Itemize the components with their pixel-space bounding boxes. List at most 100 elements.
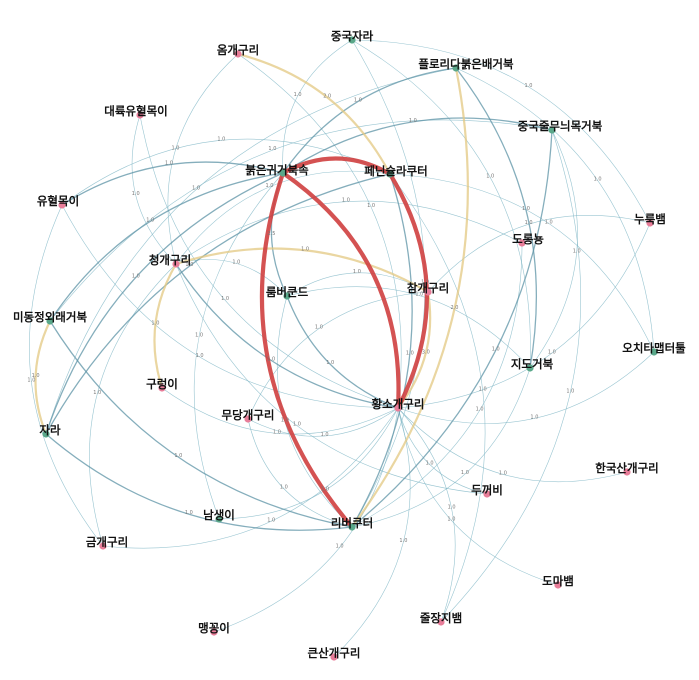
edge-n4-n15 <box>529 129 578 369</box>
edge-n11-n18 <box>396 290 432 410</box>
edge-weight-label: 1.0 <box>301 246 309 252</box>
node-n4[interactable] <box>548 126 556 134</box>
edge-weight-label: 1.0 <box>321 486 329 492</box>
node-n24[interactable] <box>99 542 107 550</box>
edge-n17-n18 <box>247 407 399 437</box>
edge-weight-label: 1.0 <box>192 186 200 192</box>
edge-weight-label: 1.0 <box>268 146 276 152</box>
node-n5[interactable] <box>279 169 287 177</box>
edge-n0-n15 <box>351 39 531 369</box>
edge-weight-label: 1.0 <box>530 414 538 420</box>
edge-weight-label: 1.0 <box>281 417 289 423</box>
node-n14[interactable] <box>650 348 658 356</box>
edge-weight-label: 1.0 <box>406 351 414 357</box>
node-label: 플로리다붉은배거북 <box>418 57 514 71</box>
edge-weight-label: 1.0 <box>461 470 469 476</box>
edge-weight-label: 1.0 <box>421 280 429 286</box>
node-label: 큰산개구리 <box>308 646 361 660</box>
node-n18[interactable] <box>394 404 402 412</box>
node-n8[interactable] <box>518 239 526 247</box>
edge-weight-label: 2.0 <box>323 93 331 99</box>
edge-weight-label: 1.0 <box>399 538 407 544</box>
node-n7[interactable] <box>58 201 66 209</box>
edge-weight-label: 1.0 <box>266 183 274 189</box>
node-label: 페닌슐라쿠터 <box>364 164 427 178</box>
node-n10[interactable] <box>172 260 180 268</box>
node-n9[interactable] <box>646 219 654 227</box>
node-n15[interactable] <box>526 364 534 372</box>
edge-weight-label: 1.0 <box>195 332 203 338</box>
node-n16[interactable] <box>158 384 166 392</box>
edge-weight-label: 2.0 <box>451 305 459 311</box>
edge-weight-label: 1.0 <box>336 544 344 550</box>
node-n13[interactable] <box>46 317 54 325</box>
node-n28[interactable] <box>330 653 338 661</box>
node-n2[interactable] <box>452 64 460 72</box>
edge-n27-n6 <box>389 173 486 623</box>
node-label: 누룩뱀 <box>634 212 666 226</box>
edge-n6-n19 <box>45 173 391 435</box>
node-n22[interactable] <box>215 515 223 523</box>
node-n27[interactable] <box>437 618 445 626</box>
edge-n17-n11 <box>247 291 429 420</box>
edge-n22-n5 <box>193 172 284 520</box>
node-label: 대륙유혈목이 <box>104 104 167 118</box>
edge-n13-n19 <box>34 319 52 436</box>
edge-weight-label: 1.0 <box>146 217 154 223</box>
edge-n12-n23 <box>277 295 353 528</box>
node-label: 자라 <box>39 423 61 437</box>
edge-n19-n2 <box>45 67 457 435</box>
edge-n19-n23 <box>45 433 353 531</box>
edge-n26-n18 <box>213 407 399 633</box>
edge-n16-n18 <box>161 387 399 435</box>
edge-n15-n12 <box>286 286 531 369</box>
edge-weight-label: 1.0 <box>174 453 182 459</box>
edge-n7-n18 <box>61 204 399 409</box>
node-n19[interactable] <box>42 430 50 438</box>
node-label: 황소개구리 <box>372 397 425 411</box>
edge-weight-label: 1.0 <box>594 176 602 182</box>
edge-n14-n6 <box>389 173 655 353</box>
edge-weight-label: 1.0 <box>409 118 417 124</box>
edge-weight-label: 1.0 <box>165 161 173 167</box>
node-label: 오치타맵터툴 <box>622 341 686 355</box>
node-n3[interactable] <box>136 111 144 119</box>
node-n12[interactable] <box>283 292 291 300</box>
edge-n5-n13 <box>49 172 284 322</box>
edge-weight-label: 1.0 <box>267 356 275 362</box>
edge-n4-n27 <box>440 129 581 623</box>
edge-weight-label: 1.0 <box>525 220 533 226</box>
edge-weight-label: 1.0 <box>321 432 329 438</box>
node-n6[interactable] <box>386 170 394 178</box>
edge-n5-n23 <box>259 170 355 530</box>
node-n25[interactable] <box>554 581 562 589</box>
edge-n2-n14 <box>455 67 655 353</box>
edge-weight-label: 1.0 <box>185 262 193 268</box>
edge-weight-label: 1.0 <box>326 360 334 366</box>
edge-n21-n10 <box>175 263 488 495</box>
edge-n15-n23 <box>351 367 531 528</box>
edge-weight-label: 1.0 <box>545 219 553 225</box>
edge-n1-n6 <box>236 52 392 176</box>
edge-n16-n10 <box>153 262 178 390</box>
node-n20[interactable] <box>623 468 631 476</box>
node-label: 금개구리 <box>86 535 128 549</box>
node-n11[interactable] <box>424 288 432 296</box>
edge-n12-n10 <box>175 259 288 297</box>
edge-n13-n4 <box>49 119 553 322</box>
node-n17[interactable] <box>244 415 252 423</box>
node-n21[interactable] <box>483 490 491 498</box>
node-label: 참개구리 <box>407 281 449 295</box>
node-n23[interactable] <box>348 523 356 531</box>
node-label: 유혈목이 <box>37 194 79 208</box>
edge-weight-label: 1.0 <box>548 349 556 355</box>
edge-weight-label: 1.0 <box>273 429 281 435</box>
edge-weight-label: 1.0 <box>522 206 530 212</box>
node-n0[interactable] <box>348 36 356 44</box>
edge-n13-n23 <box>49 320 353 528</box>
edge-weight-label: 1.0 <box>426 460 434 466</box>
edge-weight-label: 1.0 <box>476 407 484 413</box>
edge-weight-label: 1.0 <box>367 203 375 209</box>
node-n1[interactable] <box>234 50 242 58</box>
node-n26[interactable] <box>210 628 218 636</box>
